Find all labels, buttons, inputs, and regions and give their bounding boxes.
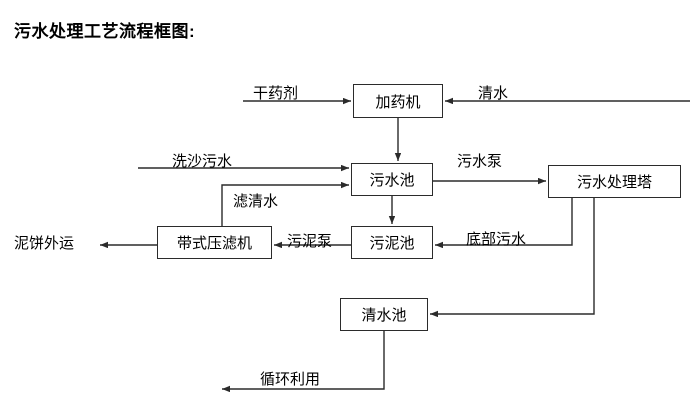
edge-label-filtered-clear-water: 滤清水 [233,193,279,210]
node-label: 污水处理塔 [576,174,652,191]
node-label: 带式压滤机 [176,235,252,252]
terminal-dry-chemical: 干药剂 [253,85,299,102]
node-label: 加药机 [375,93,421,111]
node-sewage-pool[interactable]: 污水池 [351,163,433,196]
node-treatment-tower[interactable]: 污水处理塔 [548,165,681,198]
node-clean-water-pool[interactable]: 清水池 [340,298,428,331]
edge-label-sludge-pump: 污泥泵 [287,233,333,250]
terminal-sand-wash-sewage: 洗沙污水 [172,153,233,170]
terminal-mud-cake-out: 泥饼外运 [14,235,75,252]
edge-beltpress-to-sewage-pool [221,181,349,226]
node-label: 清水池 [361,307,407,324]
terminal-clean-water-inlet: 清水 [478,85,509,102]
node-belt-filter-press[interactable]: 带式压滤机 [157,226,272,259]
edge-label-recycle-reuse: 循环利用 [260,371,321,388]
node-sludge-pool[interactable]: 污泥池 [351,226,433,259]
edge-tower-to-sludge-pool [435,198,573,249]
node-label: 污泥池 [369,235,415,252]
node-dosing-machine[interactable]: 加药机 [353,84,443,118]
edge-clean-water-pool-to-recycle [222,331,385,393]
edge-label-sewage-pump: 污水泵 [457,153,503,170]
node-label: 污水池 [369,172,415,189]
page-title: 污水处理工艺流程框图: [14,22,196,41]
edge-tower-to-clean-water-pool [430,198,595,318]
edge-label-bottom-sewage: 底部污水 [466,231,527,248]
